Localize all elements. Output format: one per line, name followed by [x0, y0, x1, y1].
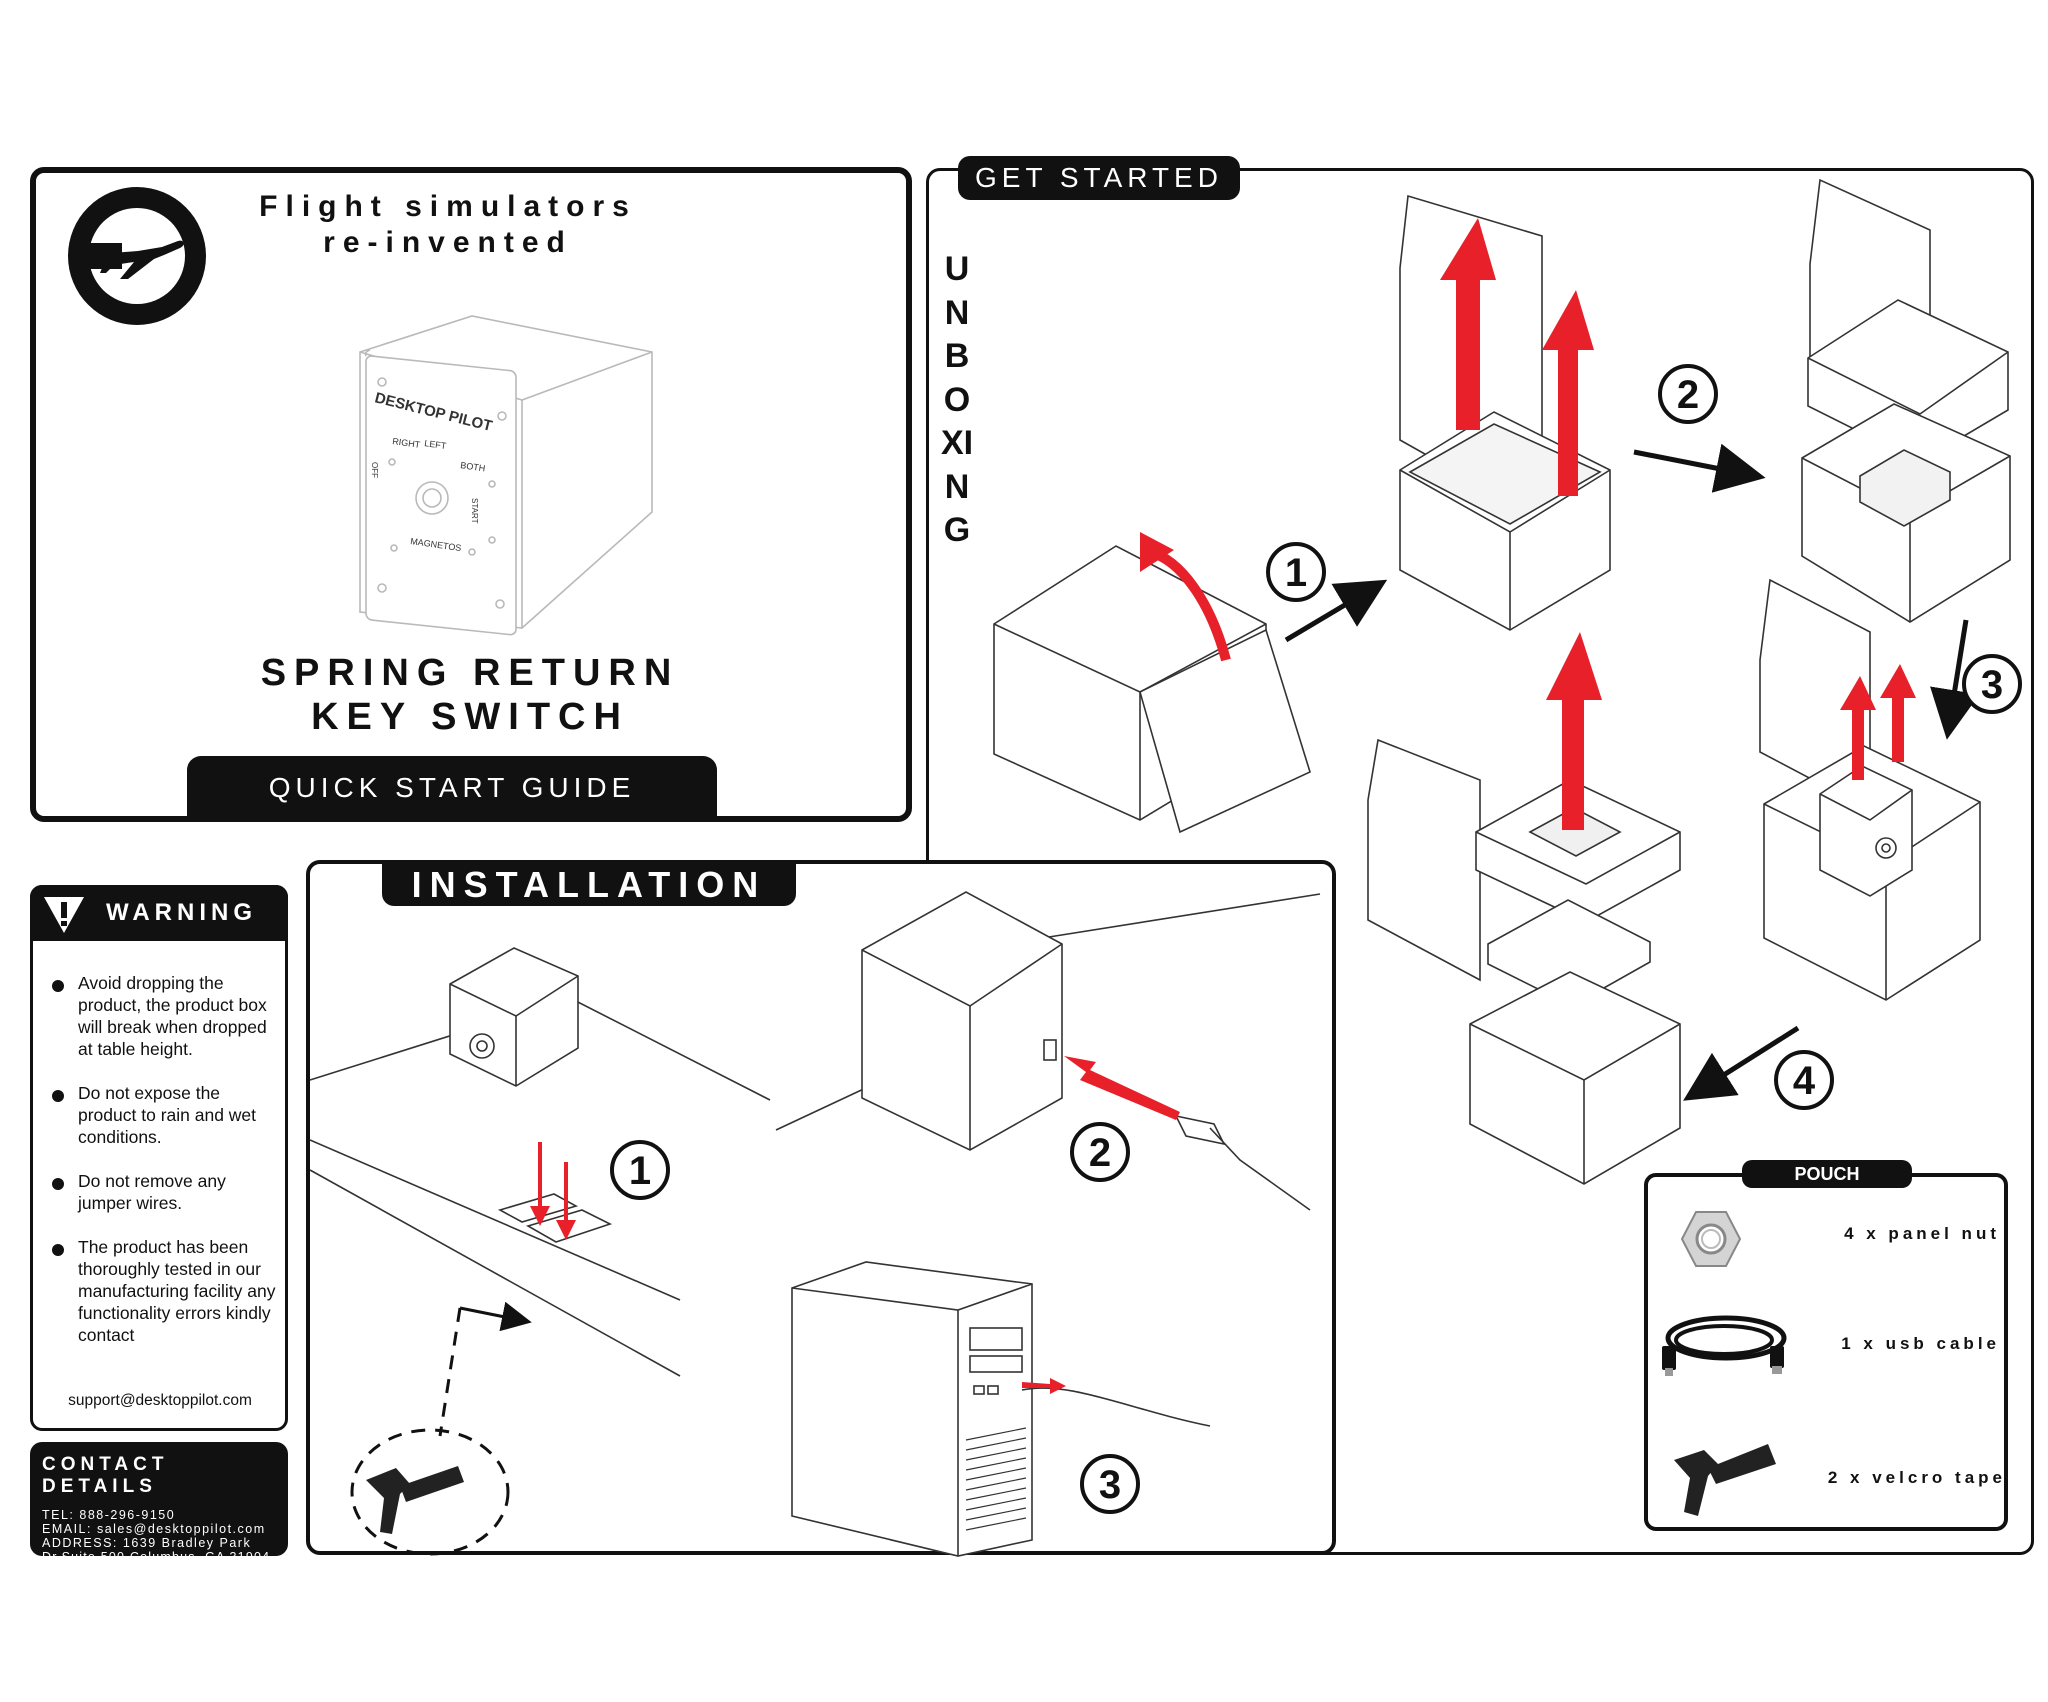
product-illustration: DESKTOP PILOT RIGHT LEFT BOTH OFF START … [359, 315, 653, 636]
hex-nut-icon [1680, 1211, 1742, 1267]
face-label-off: OFF [370, 462, 379, 478]
unboxing-illustration: 1 2 3 4 [993, 178, 2022, 1185]
unboxing-step-1: 1 [1285, 551, 1307, 595]
warning-item: Do not expose the product to rain and we… [40, 1082, 280, 1148]
support-email: support@desktoppilot.com [68, 1392, 252, 1409]
installation-step-2: 2 [1089, 1131, 1111, 1175]
installation-step-2-badge [1070, 1122, 1130, 1182]
pouch-label: POUCH [1794, 1164, 1860, 1184]
logo [68, 187, 206, 325]
installation-illustration: 1 2 3 [309, 891, 1321, 1557]
quick-start-guide-tab: QUICK START GUIDE [187, 756, 717, 820]
get-started-label: GET STARTED [975, 162, 1223, 193]
contact-email: EMAIL: sales@desktoppilot.com [42, 1522, 266, 1536]
warning-triangle-icon [44, 897, 84, 933]
warning-title: WARNING [106, 899, 257, 926]
face-label-right: RIGHT [392, 436, 422, 450]
unboxing-step-4: 4 [1793, 1059, 1816, 1103]
contact-panel: CONTACT DETAILS TEL: 888-296-9150 EMAIL:… [30, 1442, 288, 1564]
unboxing-side-label: UNBOXING [940, 250, 974, 549]
installation-tab: INSTALLATION [382, 862, 796, 906]
unboxing-step-2: 2 [1677, 373, 1699, 417]
face-label-start: START [470, 498, 479, 524]
installation-step-3-badge [1080, 1454, 1140, 1514]
contact-tel: TEL: 888-296-9150 [42, 1508, 176, 1522]
face-label-left: LEFT [424, 438, 448, 451]
installation-step-3: 3 [1099, 1463, 1121, 1507]
unboxing-step-1-badge [1266, 542, 1326, 602]
quick-start-guide-label: QUICK START GUIDE [268, 772, 636, 803]
get-started-tab: GET STARTED [958, 156, 1240, 200]
product-title-line2: KEY SWITCH [311, 696, 629, 738]
unboxing-step-3: 3 [1981, 663, 2003, 707]
pouch-item-velcro-label: 2 x velcro tape [1827, 1468, 2006, 1487]
product-title-line1: SPRING RETURN [260, 652, 680, 694]
pouch-item-nut-label: 4 x panel nut [1844, 1224, 2000, 1243]
pouch-tab: POUCH [1742, 1160, 1912, 1188]
warning-item: Avoid dropping the product, the product … [40, 972, 280, 1060]
contact-address-1: ADDRESS: 1639 Bradley Park [42, 1536, 252, 1550]
tagline-line1: Flight simulators [259, 190, 637, 223]
velcro-tape-icon [1674, 1444, 1776, 1516]
usb-cable-icon [1662, 1315, 1787, 1376]
unboxing-step-3-badge [1962, 654, 2022, 714]
face-label-both: BOTH [460, 460, 486, 473]
airplane-circle-logo-icon [68, 187, 206, 325]
installation-step-1: 1 [629, 1149, 651, 1193]
contact-address-2: Dr.Suite 500 Columbus, GA 31904 [42, 1550, 271, 1564]
unboxing-step-2-badge [1658, 364, 1718, 424]
installation-label: INSTALLATION [411, 864, 767, 905]
warning-item: Do not remove any jumper wires. [40, 1170, 280, 1214]
warning-list: Avoid dropping the product, the product … [40, 972, 280, 1352]
warning-item: The product has been thoroughly tested i… [40, 1236, 280, 1346]
unboxing-step-4-badge [1774, 1050, 1834, 1110]
installation-step-1-badge [610, 1140, 670, 1200]
warning-panel [30, 885, 288, 1431]
contact-title: CONTACT DETAILS [42, 1454, 169, 1497]
pouch-item-usb-label: 1 x usb cable [1841, 1334, 2000, 1353]
tagline-line2: re-invented [323, 226, 573, 259]
